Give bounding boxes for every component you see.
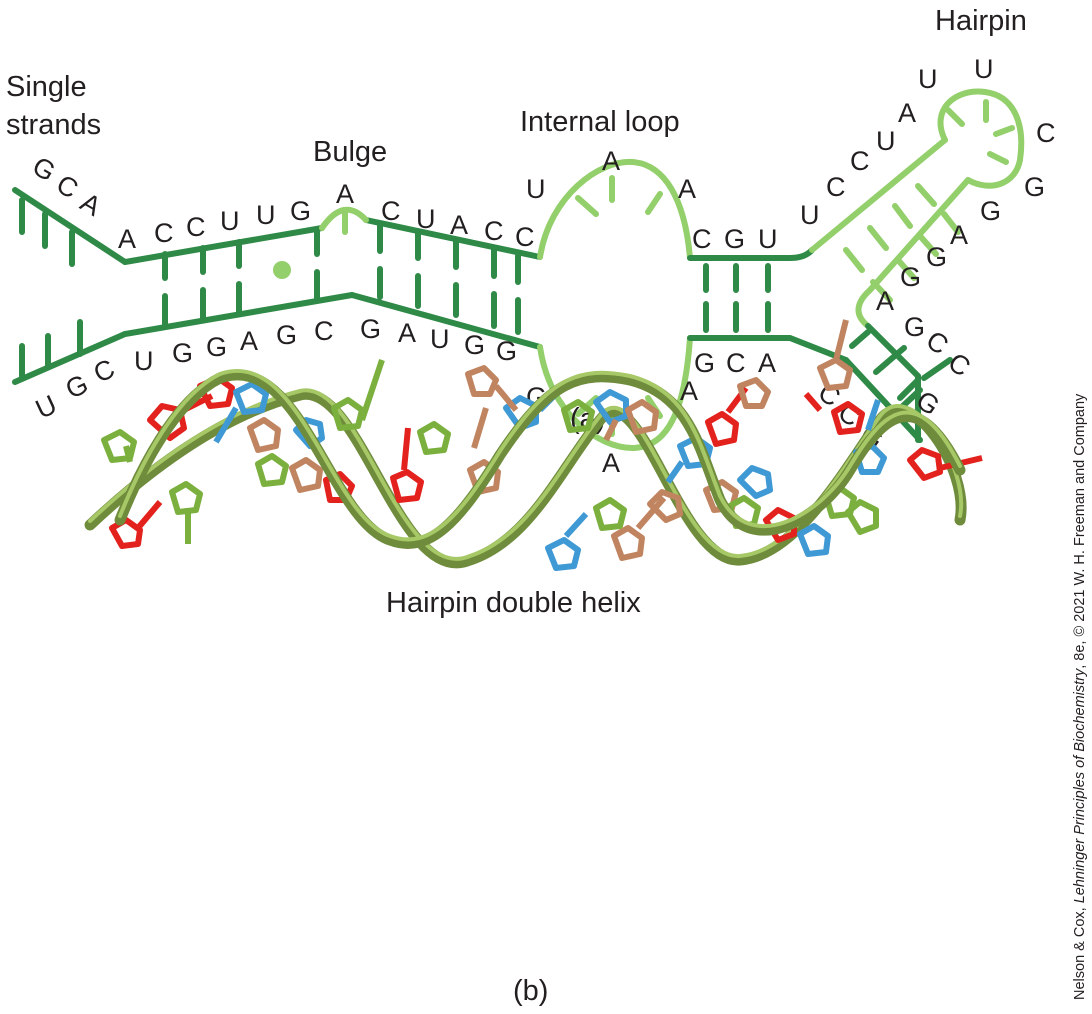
nt-bot-17: U	[134, 346, 154, 376]
nt-bot-11: G	[360, 314, 381, 344]
nt-top-14: C	[484, 216, 504, 246]
nt-bot-14: A	[240, 326, 258, 356]
single-strand-ends	[12, 187, 128, 385]
panel-b-caption: Hairpin double helix	[386, 587, 641, 619]
nt-top-5: C	[154, 218, 174, 248]
nt-top-1: G	[27, 151, 60, 187]
credit-suffix: , 8e, © 2021 W. H. Freeman and Company	[1072, 393, 1088, 669]
nt-bot-1: G	[694, 348, 715, 378]
nt-top-19: C	[692, 224, 712, 254]
bulge-loop	[319, 206, 369, 235]
internal-loop-label: Internal loop	[520, 106, 680, 138]
nt-bot-13: G	[276, 320, 297, 350]
nt-lr-3: C	[943, 347, 976, 383]
nt-top-16: U	[526, 174, 546, 204]
nt-lr-1: G	[904, 312, 925, 342]
nt-bot-3: A	[758, 348, 776, 378]
nt-bot-12: C	[314, 316, 334, 346]
credit-prefix: Nelson & Cox,	[1072, 903, 1088, 1000]
nt-top-7: U	[220, 206, 240, 236]
credit-line: Nelson & Cox, Lehninger Principles of Bi…	[1072, 393, 1088, 1000]
nt-top-2: C	[51, 169, 83, 205]
nt-lr-2: C	[921, 325, 954, 361]
nt-bot-18: C	[89, 353, 119, 388]
nt-top-28: U	[974, 54, 994, 84]
nt-bot-15: G	[206, 332, 227, 362]
nt-top-10: A	[336, 179, 354, 209]
panel-b-label: (b)	[513, 975, 548, 1007]
nt-top-12: U	[416, 204, 436, 234]
bulge-label: Bulge	[313, 136, 387, 168]
nt-hp-6: G	[900, 262, 921, 292]
credit-book-title: Lehninger Principles of Biochemistry	[1072, 668, 1088, 903]
nt-top-21: U	[758, 224, 778, 254]
nt-top-27: U	[918, 64, 938, 94]
bases-tan	[247, 319, 853, 561]
nt-top-23: C	[826, 172, 846, 202]
nt-bot-7: G	[496, 336, 517, 366]
nt-top-25: U	[876, 126, 896, 156]
helix-backbone-back	[84, 388, 967, 569]
nt-hp-3: G	[980, 196, 1001, 226]
nt-top-17: A	[602, 146, 620, 176]
nt-top-24: C	[850, 146, 870, 176]
right-middle-duplex	[687, 247, 849, 363]
nt-top-20: G	[724, 224, 745, 254]
nt-bot-9: U	[430, 324, 450, 354]
nt-top-15: C	[515, 222, 535, 252]
nt-hp-4: A	[950, 220, 968, 250]
panel-a-diagram: Single strands Bulge Internal loop Hairp…	[6, 5, 1056, 478]
nt-bot-19: G	[61, 369, 93, 405]
nt-bot-20: U	[31, 389, 61, 424]
single-strands-label-line1: Single	[6, 71, 87, 103]
nt-top-11: C	[381, 196, 401, 226]
single-strands-label-line2: strands	[6, 109, 101, 141]
nt-bot-2: C	[726, 348, 746, 378]
helix-backbone-front	[114, 369, 966, 549]
nt-hp-5: G	[926, 242, 947, 272]
nt-top-8: U	[256, 200, 276, 230]
nt-top-4: A	[118, 224, 136, 254]
unpaired-bulge-dot	[273, 261, 291, 279]
nt-bot-5: A	[602, 448, 620, 478]
nt-top-3: A	[75, 187, 106, 222]
nt-top-9: G	[290, 196, 311, 226]
hairpin-label: Hairpin	[935, 5, 1027, 37]
nt-hp-1: C	[1036, 118, 1056, 148]
nt-top-26: A	[898, 98, 916, 128]
nt-top-18: A	[678, 174, 696, 204]
panel-b-helix-illustration: Hairpin double helix (b)	[84, 319, 983, 1007]
nt-bot-16: G	[172, 338, 193, 368]
left-duplex	[122, 217, 543, 350]
nt-bot-10: A	[398, 318, 416, 348]
nt-top-22: U	[800, 200, 820, 230]
nt-bot-8: G	[464, 330, 485, 360]
hairpin-stem-loop	[809, 88, 1025, 329]
nt-top-13: A	[450, 210, 468, 240]
lower-right-duplex	[843, 323, 953, 443]
nt-bot-4: A	[680, 376, 698, 406]
nt-hp-2: G	[1024, 172, 1045, 202]
nt-hp-7: A	[876, 286, 894, 316]
nt-top-6: C	[186, 212, 206, 242]
